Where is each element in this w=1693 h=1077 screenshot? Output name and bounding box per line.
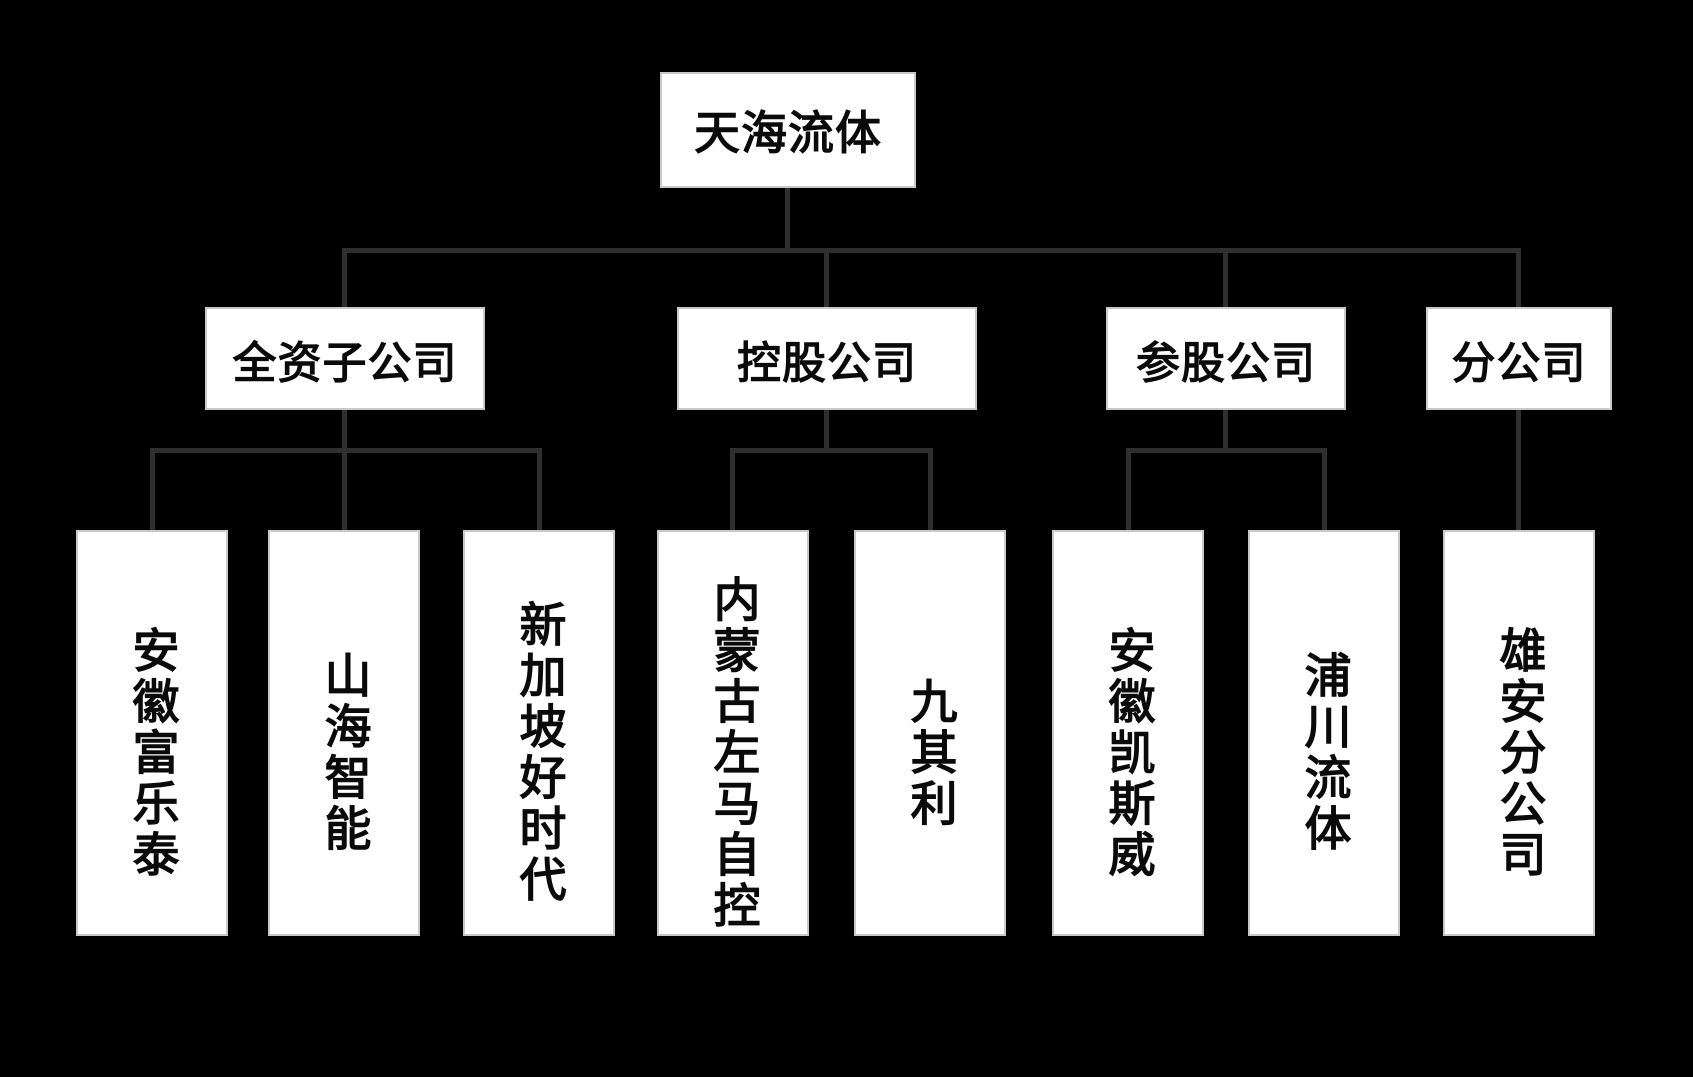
org-node-label: 控股公司 bbox=[737, 338, 917, 388]
connector-holding-bus bbox=[730, 448, 933, 453]
org-node-neimenggu-zuoma-zikong: 内蒙古左马自控 bbox=[657, 530, 809, 936]
connector-bus-drop-holding bbox=[824, 248, 829, 309]
connector-branch-line bbox=[1516, 408, 1521, 532]
connector-leaf-drop-4 bbox=[730, 450, 735, 532]
connector-equity-bus bbox=[1126, 448, 1327, 453]
org-node-label: 山海智能 bbox=[317, 651, 371, 855]
org-node-equity-company: 参股公司 bbox=[1106, 307, 1346, 410]
org-node-anhui-kaisiwei: 安徽凯斯威 bbox=[1052, 530, 1204, 936]
org-node-puchuan-liuti: 浦川流体 bbox=[1248, 530, 1400, 936]
org-node-label: 内蒙古左马自控 bbox=[706, 574, 760, 932]
org-node-wholly-owned-subsidiary: 全资子公司 bbox=[205, 307, 485, 410]
connector-bus-drop-branch bbox=[1516, 248, 1521, 309]
org-node-label: 雄安分公司 bbox=[1492, 625, 1546, 881]
org-node-root: 天海流体 bbox=[660, 72, 916, 188]
connector-bus-drop-equity bbox=[1223, 248, 1228, 309]
org-node-branch-company: 分公司 bbox=[1426, 307, 1612, 410]
org-node-label: 全资子公司 bbox=[232, 338, 458, 388]
connector-leaf-drop-1 bbox=[150, 450, 155, 532]
org-node-shanhai-zhineng: 山海智能 bbox=[268, 530, 420, 936]
connector-equity-riser bbox=[1223, 408, 1228, 452]
org-node-label: 安徽富乐泰 bbox=[125, 625, 179, 881]
connector-level1-bus bbox=[342, 248, 1521, 253]
org-node-label: 九其利 bbox=[903, 676, 957, 830]
org-node-jiuqili: 九其利 bbox=[854, 530, 1006, 936]
connector-leaf-drop-3 bbox=[537, 450, 542, 532]
connector-leaf-drop-6 bbox=[1126, 450, 1131, 532]
org-node-label: 天海流体 bbox=[694, 107, 882, 159]
org-node-singapore-haoshidai: 新加坡好时代 bbox=[463, 530, 615, 936]
connector-holding-riser bbox=[824, 408, 829, 452]
connector-leaf-drop-7 bbox=[1322, 450, 1327, 532]
org-node-label: 安徽凯斯威 bbox=[1101, 625, 1155, 881]
org-node-anhui-fuletai: 安徽富乐泰 bbox=[76, 530, 228, 936]
org-node-holding-company: 控股公司 bbox=[677, 307, 977, 410]
org-node-label: 参股公司 bbox=[1136, 338, 1316, 388]
connector-bus-drop-wholly bbox=[342, 248, 347, 309]
org-node-xiongan-branch: 雄安分公司 bbox=[1443, 530, 1595, 936]
org-node-label: 新加坡好时代 bbox=[512, 600, 566, 906]
connector-root-riser bbox=[785, 186, 790, 250]
org-node-label: 浦川流体 bbox=[1297, 651, 1351, 855]
org-node-label: 分公司 bbox=[1451, 338, 1587, 388]
connector-leaf-drop-5 bbox=[928, 450, 933, 532]
connector-wholly-riser bbox=[342, 408, 347, 452]
connector-leaf-drop-2 bbox=[342, 450, 347, 532]
